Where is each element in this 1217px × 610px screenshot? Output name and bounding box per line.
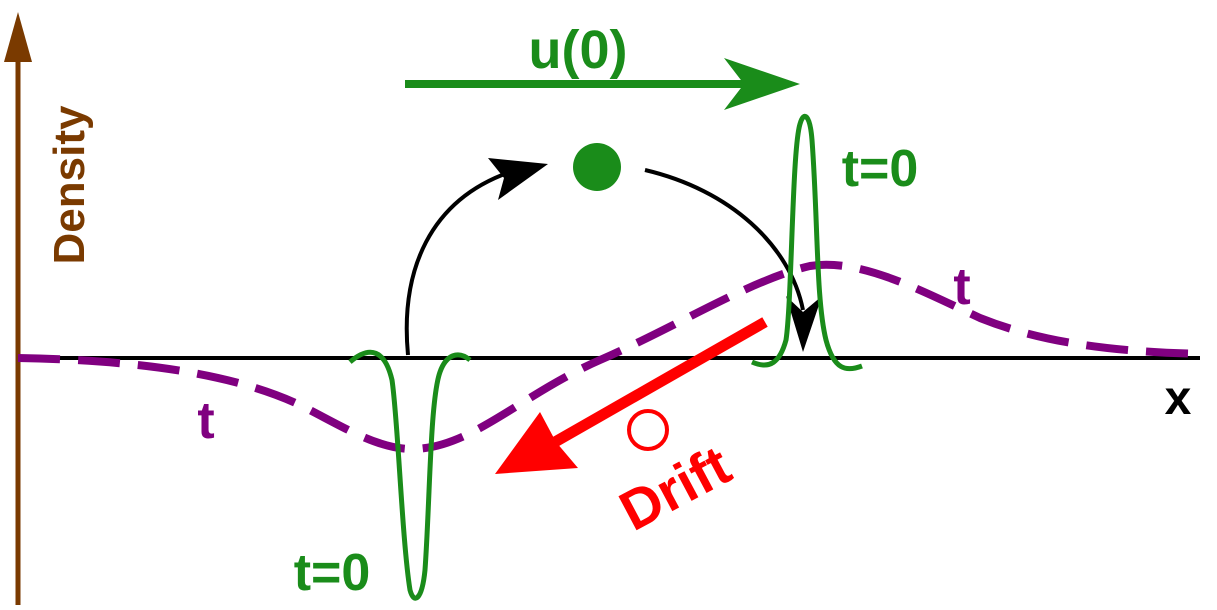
drift-label: Drift [609, 433, 740, 543]
later-time-profile [17, 260, 1206, 454]
velocity-label: u(0) [529, 20, 628, 80]
y-axis-arrowhead [4, 12, 32, 62]
orbit-arc-right [644, 168, 822, 352]
y-axis [4, 12, 32, 605]
particle-dot [573, 143, 621, 191]
initial-peak-label: t=0 [842, 140, 919, 198]
velocity-arrow [405, 58, 800, 110]
initial-trough-label: t=0 [294, 544, 371, 602]
orbit-arc-left [404, 158, 548, 356]
later-time-label-right: t [953, 258, 970, 316]
x-axis-label: x [1165, 372, 1192, 425]
initial-peak [750, 113, 863, 372]
y-axis-label: Density [45, 105, 94, 264]
drift-arrow [495, 317, 768, 474]
initial-trough [348, 349, 472, 601]
drift-particle-circle [627, 409, 669, 451]
later-time-label-left: t [197, 392, 214, 450]
